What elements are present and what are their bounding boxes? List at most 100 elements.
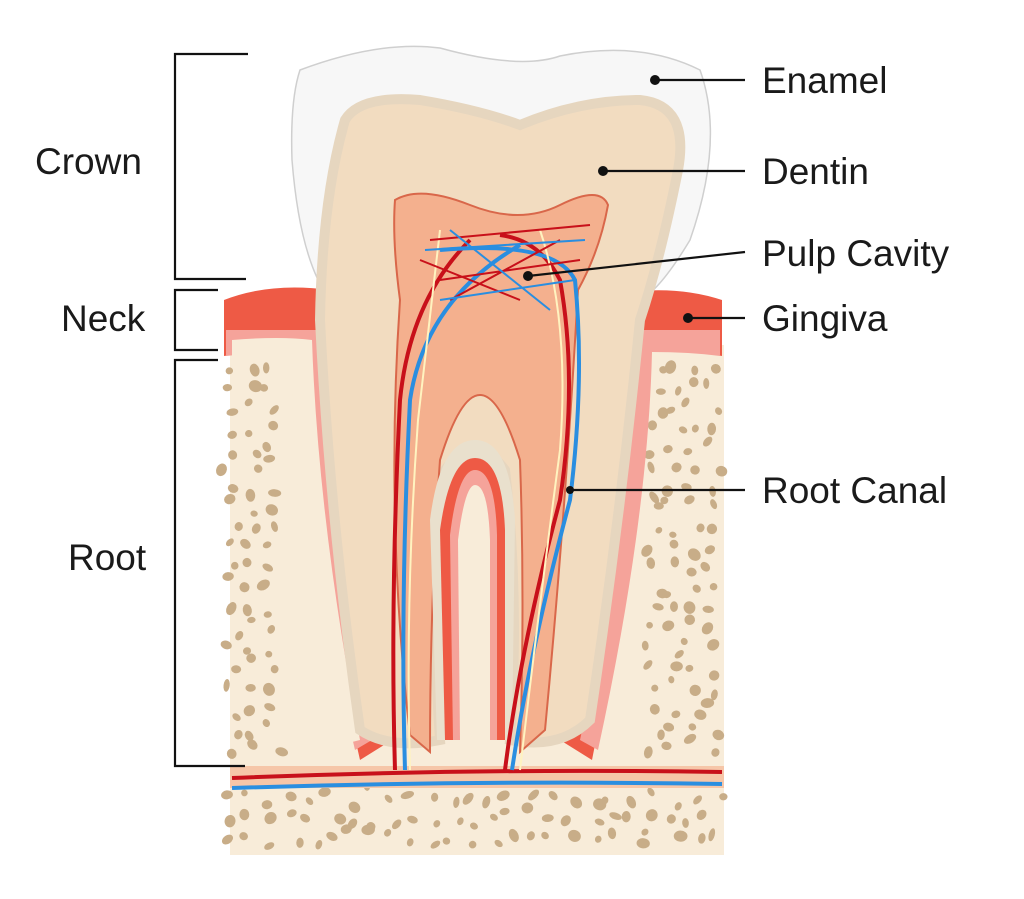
bone-hole bbox=[712, 729, 725, 741]
bone-hole bbox=[226, 602, 237, 616]
bone-hole bbox=[689, 377, 699, 388]
bone-hole bbox=[696, 809, 707, 820]
bone-hole bbox=[526, 831, 535, 841]
bone-hole bbox=[340, 824, 352, 834]
bone-hole bbox=[256, 579, 270, 591]
bone-hole bbox=[270, 521, 279, 532]
bone-hole bbox=[647, 787, 655, 797]
bone-hole bbox=[268, 420, 279, 431]
bone-hole bbox=[700, 698, 715, 708]
bone-hole bbox=[384, 828, 392, 837]
bone-hole bbox=[334, 813, 347, 825]
bone-hole bbox=[494, 839, 503, 848]
bone-hole bbox=[711, 748, 720, 757]
bone-hole bbox=[296, 837, 304, 848]
bone-hole bbox=[225, 538, 234, 547]
bone-hole bbox=[239, 832, 248, 841]
bone-hole bbox=[244, 398, 253, 407]
bone-hole bbox=[264, 703, 276, 712]
bone-hole bbox=[662, 591, 672, 599]
bone-hole bbox=[671, 710, 681, 719]
bone-hole bbox=[348, 801, 361, 814]
bone-hole bbox=[663, 445, 673, 454]
bone-hole bbox=[469, 822, 478, 830]
leader-root-canal bbox=[566, 486, 745, 494]
bone-hole bbox=[708, 828, 716, 842]
bone-hole bbox=[326, 831, 338, 841]
bone-hole bbox=[653, 502, 664, 510]
bone-hole bbox=[251, 523, 261, 534]
bone-hole bbox=[242, 647, 252, 655]
bone-hole bbox=[245, 488, 256, 502]
bone-hole bbox=[275, 747, 289, 757]
bone-hole bbox=[226, 748, 237, 759]
bone-hole bbox=[570, 796, 583, 809]
bone-hole bbox=[496, 790, 510, 801]
bone-hole bbox=[683, 601, 696, 614]
bone-hole bbox=[499, 807, 510, 816]
label-gingiva: Gingiva bbox=[762, 298, 888, 339]
bone-hole bbox=[252, 449, 262, 459]
bone-hole bbox=[250, 510, 258, 517]
bone-hole bbox=[221, 790, 233, 800]
bone-hole bbox=[645, 809, 658, 822]
bone-hole bbox=[707, 422, 717, 436]
bone-hole bbox=[692, 584, 701, 593]
bone-hole bbox=[300, 813, 311, 823]
bone-hole bbox=[243, 705, 256, 717]
bone-hole bbox=[508, 828, 519, 843]
bone-hole bbox=[528, 789, 540, 801]
bone-hole bbox=[239, 582, 250, 593]
bone-hole bbox=[609, 812, 622, 820]
bone-hole bbox=[227, 484, 239, 493]
label-root: Root bbox=[68, 537, 147, 578]
bone-hole bbox=[222, 383, 233, 392]
pulp-vessels bbox=[391, 224, 591, 771]
bone-hole bbox=[708, 670, 720, 681]
bone-hole bbox=[693, 795, 703, 805]
bone-hole bbox=[286, 809, 297, 818]
bone-hole bbox=[683, 448, 693, 456]
bone-hole bbox=[709, 485, 716, 497]
bone-hole bbox=[269, 405, 279, 415]
bone-hole bbox=[521, 802, 534, 814]
bone-hole bbox=[673, 830, 688, 842]
bone-hole bbox=[641, 640, 649, 651]
bone-hole bbox=[702, 605, 714, 613]
bone-hole bbox=[264, 812, 277, 825]
bone-hole bbox=[684, 495, 695, 505]
bone-hole bbox=[223, 679, 230, 692]
bone-hole bbox=[453, 796, 460, 809]
bone-hole bbox=[262, 719, 270, 728]
bone-hole bbox=[682, 818, 689, 828]
bone-hole bbox=[247, 739, 258, 750]
bone-hole bbox=[594, 818, 605, 826]
bone-hole bbox=[224, 494, 236, 505]
bone-hole bbox=[244, 730, 254, 742]
bone-hole bbox=[661, 485, 673, 497]
bone-hole bbox=[261, 800, 273, 810]
bone-hole bbox=[234, 522, 243, 531]
bone-hole bbox=[400, 790, 415, 800]
bone-hole bbox=[706, 523, 718, 535]
bone-hole bbox=[644, 450, 655, 460]
bone-hole bbox=[669, 539, 679, 549]
label-pulp-cavity: Pulp Cavity bbox=[762, 233, 950, 274]
bone-hole bbox=[719, 793, 728, 801]
bone-hole bbox=[267, 625, 276, 634]
bone-hole bbox=[647, 461, 655, 474]
bone-hole bbox=[652, 603, 664, 611]
root-bracket bbox=[173, 358, 245, 768]
bone-hole bbox=[227, 430, 237, 439]
bone-hole bbox=[430, 840, 441, 849]
bone-hole bbox=[655, 388, 666, 395]
bone-hole bbox=[407, 815, 418, 824]
bone-hole bbox=[657, 407, 669, 419]
neck-bracket bbox=[173, 288, 218, 352]
bone-hole bbox=[643, 746, 653, 759]
bone-hole bbox=[568, 829, 581, 842]
bone-hole bbox=[651, 684, 659, 692]
bone-hole bbox=[671, 462, 682, 473]
bone-hole bbox=[489, 813, 498, 821]
